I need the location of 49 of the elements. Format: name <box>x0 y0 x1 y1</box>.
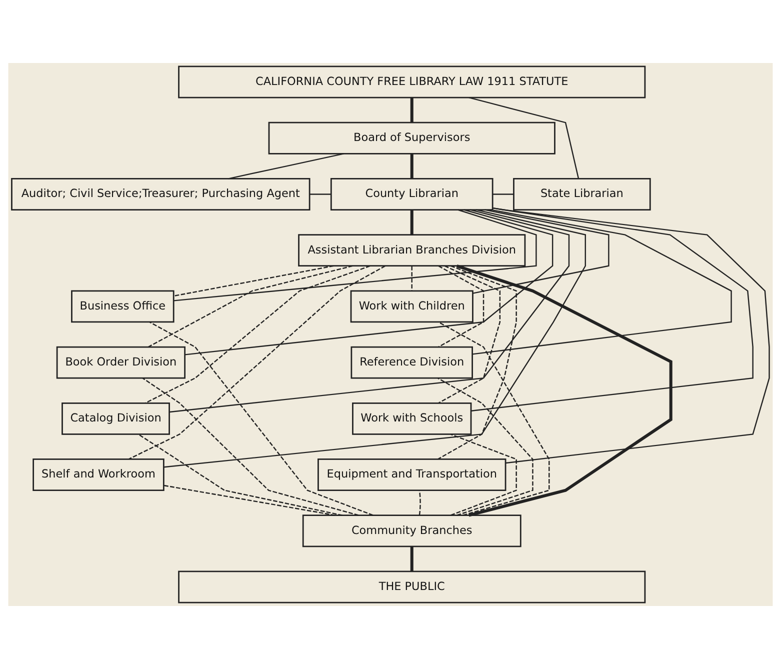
node-box: Reference Division <box>350 346 473 379</box>
node-box: Catalog Division <box>62 402 170 435</box>
connector <box>149 322 374 516</box>
node-box: Auditor; Civil Service;Treasurer; Purchasing Agent <box>11 178 310 210</box>
node-box: Shelf and Workroom <box>32 458 164 491</box>
node-box: Work with Schools <box>352 402 472 435</box>
connector <box>410 210 414 235</box>
node-box: Assistant Librarian Branches Division <box>298 234 526 267</box>
connector <box>472 209 610 294</box>
connector <box>418 490 421 516</box>
connector <box>410 154 414 179</box>
connector <box>438 265 517 460</box>
connector <box>438 265 484 348</box>
connector <box>468 97 580 178</box>
connector <box>471 207 754 412</box>
connector <box>170 209 570 413</box>
connector <box>148 265 353 348</box>
connector <box>438 322 550 516</box>
node-box: Book Order Division <box>56 346 186 379</box>
connector <box>492 194 514 195</box>
connector <box>145 265 370 404</box>
node-box: Business Office <box>71 290 174 323</box>
node-box: THE PUBLIC <box>178 570 646 604</box>
connector <box>438 378 534 516</box>
node-box: Board of Supervisors <box>268 122 556 154</box>
node-box: CALIFORNIA COUNTY FREE LIBRARY LAW 1911 STATUTE <box>178 66 646 98</box>
node-box: Work with Children <box>350 290 474 323</box>
node-box: State Librarian <box>513 178 651 210</box>
node-box: Equipment and Transportation <box>318 458 506 491</box>
connector <box>174 209 537 302</box>
connector <box>411 266 412 291</box>
connector <box>410 546 414 572</box>
connector <box>456 264 672 517</box>
connector <box>142 378 359 516</box>
node-box: County Librarian <box>330 178 494 210</box>
connector <box>310 194 331 195</box>
connector <box>410 98 414 122</box>
connector <box>438 265 501 404</box>
connector <box>472 209 732 355</box>
connector <box>492 207 770 464</box>
connector <box>164 209 586 468</box>
connector <box>228 153 344 180</box>
connector <box>138 434 342 516</box>
connector <box>174 265 334 297</box>
connector <box>450 434 517 516</box>
connector <box>184 209 554 356</box>
connector <box>128 265 386 460</box>
connector <box>164 484 336 516</box>
node-box: Community Branches <box>302 514 522 548</box>
